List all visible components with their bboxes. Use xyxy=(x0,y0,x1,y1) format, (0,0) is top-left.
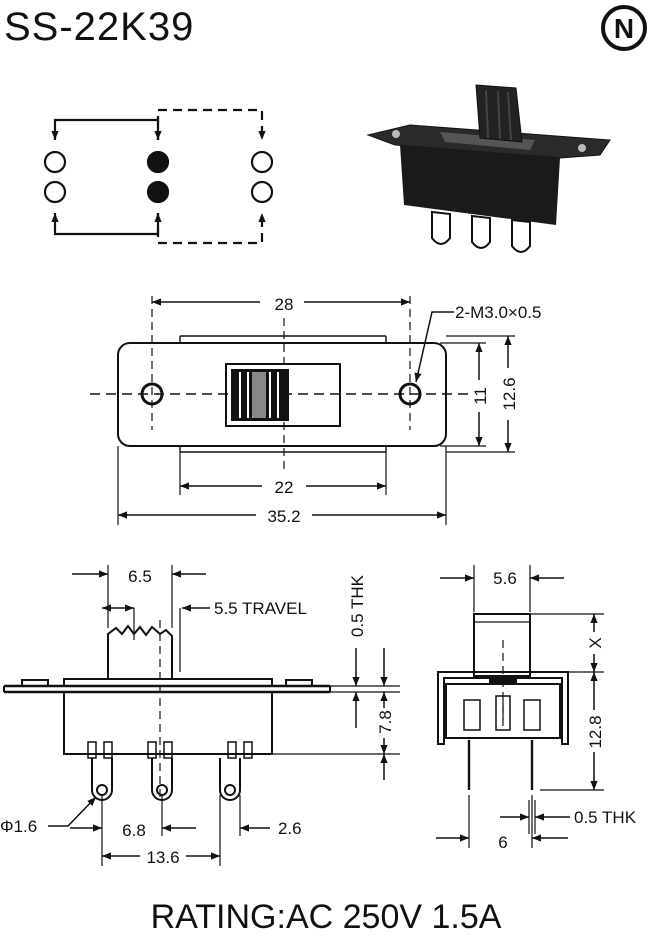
end-view-dimensions xyxy=(436,574,598,842)
slider-window xyxy=(225,363,341,427)
screw-note-label: 2-M3.0×0.5 xyxy=(455,303,541,322)
dim-22-label: 22 xyxy=(275,478,294,497)
switch-illustration xyxy=(366,84,611,253)
travel-label: 5.5 TRAVEL xyxy=(214,599,307,618)
dim-12-8-label: 12.8 xyxy=(586,715,605,748)
terminal-open xyxy=(43,150,67,174)
terminal-right xyxy=(219,758,241,801)
side-view xyxy=(3,565,400,866)
dim-7-8-label: 7.8 xyxy=(376,710,395,734)
housing-top xyxy=(63,678,273,687)
dim-6-label: 6 xyxy=(498,833,507,852)
thk-bottom-label: 0.5 THK xyxy=(574,808,637,827)
top-view-dimensions xyxy=(118,298,512,519)
terminal-common xyxy=(146,180,170,204)
terminal-open xyxy=(250,150,274,174)
dim-13-6-label: 13.6 xyxy=(146,848,179,867)
dim-35-2-label: 35.2 xyxy=(267,507,300,526)
end-view xyxy=(437,565,604,848)
terminal-center xyxy=(151,758,173,801)
side-view-dimensions xyxy=(48,570,388,860)
dim-11-label: 11 xyxy=(471,387,490,405)
thk-top-label: 0.5 THK xyxy=(348,574,367,637)
dim-28-label: 28 xyxy=(275,295,294,314)
rating-label: RATING:AC 250V 1.5A xyxy=(151,898,502,935)
terminal-open xyxy=(250,180,274,204)
actuator-profile xyxy=(107,624,173,679)
actuator-end xyxy=(473,613,531,677)
rivet-left xyxy=(21,679,49,687)
dim-5-6-label: 5.6 xyxy=(493,569,517,588)
brand-logo: N xyxy=(601,5,647,51)
dim-phi-label: Φ1.6 xyxy=(0,817,37,836)
terminal-left xyxy=(91,758,113,801)
dim-6-5-label: 6.5 xyxy=(128,567,152,586)
terminal-open xyxy=(43,180,67,204)
terminal-common xyxy=(146,150,170,174)
dim-x-label: X xyxy=(586,637,605,648)
dim-12-6-label: 12.6 xyxy=(500,377,519,410)
circuit-schematic xyxy=(43,108,274,245)
top-view xyxy=(90,296,515,525)
dim-2-6-label: 2.6 xyxy=(278,819,302,838)
dim-6-8-label: 6.8 xyxy=(122,821,146,840)
rivet-right xyxy=(285,679,313,687)
part-number-title: SS-22K39 xyxy=(4,5,194,49)
housing-end-outline xyxy=(437,671,569,745)
housing-body xyxy=(63,691,273,755)
svg-text:N: N xyxy=(614,13,634,44)
